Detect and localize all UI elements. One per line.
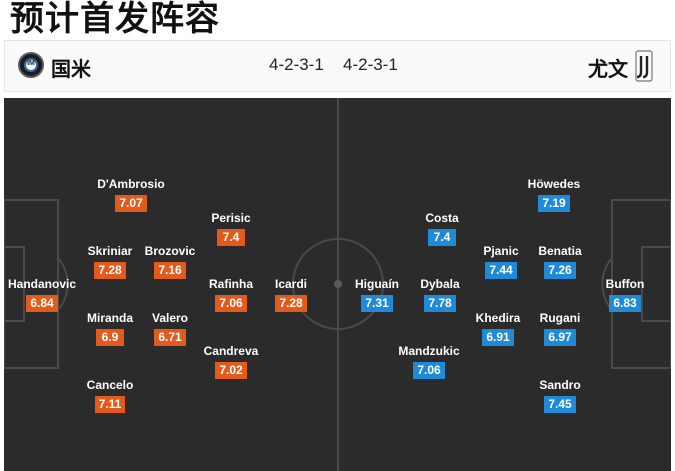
player-rating: 7.06 xyxy=(413,362,445,379)
player-name: Rugani xyxy=(539,311,581,325)
pitch: Handanovic 6.84 D'Ambrosio 7.07 Skriniar… xyxy=(4,98,671,471)
home-team-name[interactable]: 国米 xyxy=(51,57,91,81)
home-player[interactable]: Valero 6.71 xyxy=(125,311,215,346)
home-player[interactable]: Icardi 7.28 xyxy=(246,277,336,312)
home-player[interactable]: Rafinha 7.06 xyxy=(186,277,276,312)
away-player[interactable]: Rugani 6.97 xyxy=(515,311,605,346)
player-rating: 7.4 xyxy=(217,229,245,246)
away-player[interactable]: Costa 7.4 xyxy=(397,211,487,246)
player-rating: 6.84 xyxy=(26,295,58,312)
away-player[interactable]: Sandro 7.45 xyxy=(515,378,605,413)
player-name: Skriniar xyxy=(87,244,133,258)
player-rating: 7.07 xyxy=(115,195,147,212)
page-title: 预计首发阵容 xyxy=(10,0,220,39)
home-player[interactable]: D'Ambrosio 7.07 xyxy=(86,177,176,212)
player-rating: 7.16 xyxy=(154,262,186,279)
player-name: Dybala xyxy=(420,277,460,291)
player-name: Costa xyxy=(425,211,459,225)
juventus-logo-icon xyxy=(635,50,653,82)
player-rating: 7.02 xyxy=(215,362,247,379)
player-rating: 6.9 xyxy=(96,329,124,346)
player-name: Perisic xyxy=(211,211,251,225)
player-rating: 7.31 xyxy=(361,295,393,312)
home-player[interactable]: Brozovic 7.16 xyxy=(125,244,215,279)
player-rating: 6.97 xyxy=(544,329,576,346)
player-name: Höwedes xyxy=(527,177,581,191)
player-rating: 7.28 xyxy=(94,262,126,279)
home-player[interactable]: Candreva 7.02 xyxy=(186,344,276,379)
away-player[interactable]: Benatia 7.26 xyxy=(515,244,605,279)
team-header-bar: 国米 4-2-3-1 4-2-3-1 尤文 xyxy=(4,40,671,92)
home-formation: 4-2-3-1 xyxy=(269,55,324,74)
player-name: Sandro xyxy=(539,378,581,392)
away-player[interactable]: Pjanic 7.44 xyxy=(456,244,546,279)
player-rating: 6.71 xyxy=(154,329,186,346)
pitch-markings xyxy=(4,98,671,471)
player-name: Handanovic xyxy=(7,277,76,291)
away-player[interactable]: Höwedes 7.19 xyxy=(509,177,599,212)
player-name: Icardi xyxy=(274,277,307,291)
away-player[interactable]: Higuaín 7.31 xyxy=(332,277,422,312)
away-player[interactable]: Mandzukic 7.06 xyxy=(384,344,474,379)
away-player[interactable]: Dybala 7.78 xyxy=(395,277,485,312)
player-name: D'Ambrosio xyxy=(97,177,165,191)
player-name: Buffon xyxy=(605,277,645,291)
player-rating: 7.11 xyxy=(94,396,126,413)
home-player[interactable]: Perisic 7.4 xyxy=(186,211,276,246)
player-rating: 7.4 xyxy=(428,229,456,246)
player-rating: 7.28 xyxy=(275,295,307,312)
player-name: Brozovic xyxy=(144,244,196,258)
player-name: Benatia xyxy=(538,244,582,258)
player-name: Candreva xyxy=(203,344,259,358)
player-rating: 6.83 xyxy=(609,295,641,312)
player-rating: 7.26 xyxy=(544,262,576,279)
inter-logo-icon xyxy=(18,52,44,78)
player-rating: 6.91 xyxy=(482,329,514,346)
player-rating: 7.78 xyxy=(424,295,456,312)
player-rating: 7.45 xyxy=(544,396,576,413)
home-player[interactable]: Miranda 6.9 xyxy=(65,311,155,346)
player-name: Pjanic xyxy=(483,244,519,258)
player-name: Mandzukic xyxy=(398,344,460,358)
player-name: Khedira xyxy=(475,311,521,325)
away-team-name[interactable]: 尤文 xyxy=(588,57,628,81)
player-rating: 7.44 xyxy=(485,262,517,279)
away-formation: 4-2-3-1 xyxy=(343,55,398,74)
home-player[interactable]: Cancelo 7.11 xyxy=(65,378,155,413)
player-name: Cancelo xyxy=(86,378,134,392)
away-player[interactable]: Khedira 6.91 xyxy=(453,311,543,346)
home-player[interactable]: Skriniar 7.28 xyxy=(65,244,155,279)
player-name: Valero xyxy=(151,311,189,325)
home-player[interactable]: Handanovic 6.84 xyxy=(4,277,87,312)
player-rating: 7.06 xyxy=(215,295,247,312)
player-rating: 7.19 xyxy=(538,195,570,212)
player-name: Miranda xyxy=(86,311,133,325)
player-name: Rafinha xyxy=(208,277,253,291)
away-player[interactable]: Buffon 6.83 xyxy=(580,277,670,312)
player-name: Higuaín xyxy=(355,277,399,291)
